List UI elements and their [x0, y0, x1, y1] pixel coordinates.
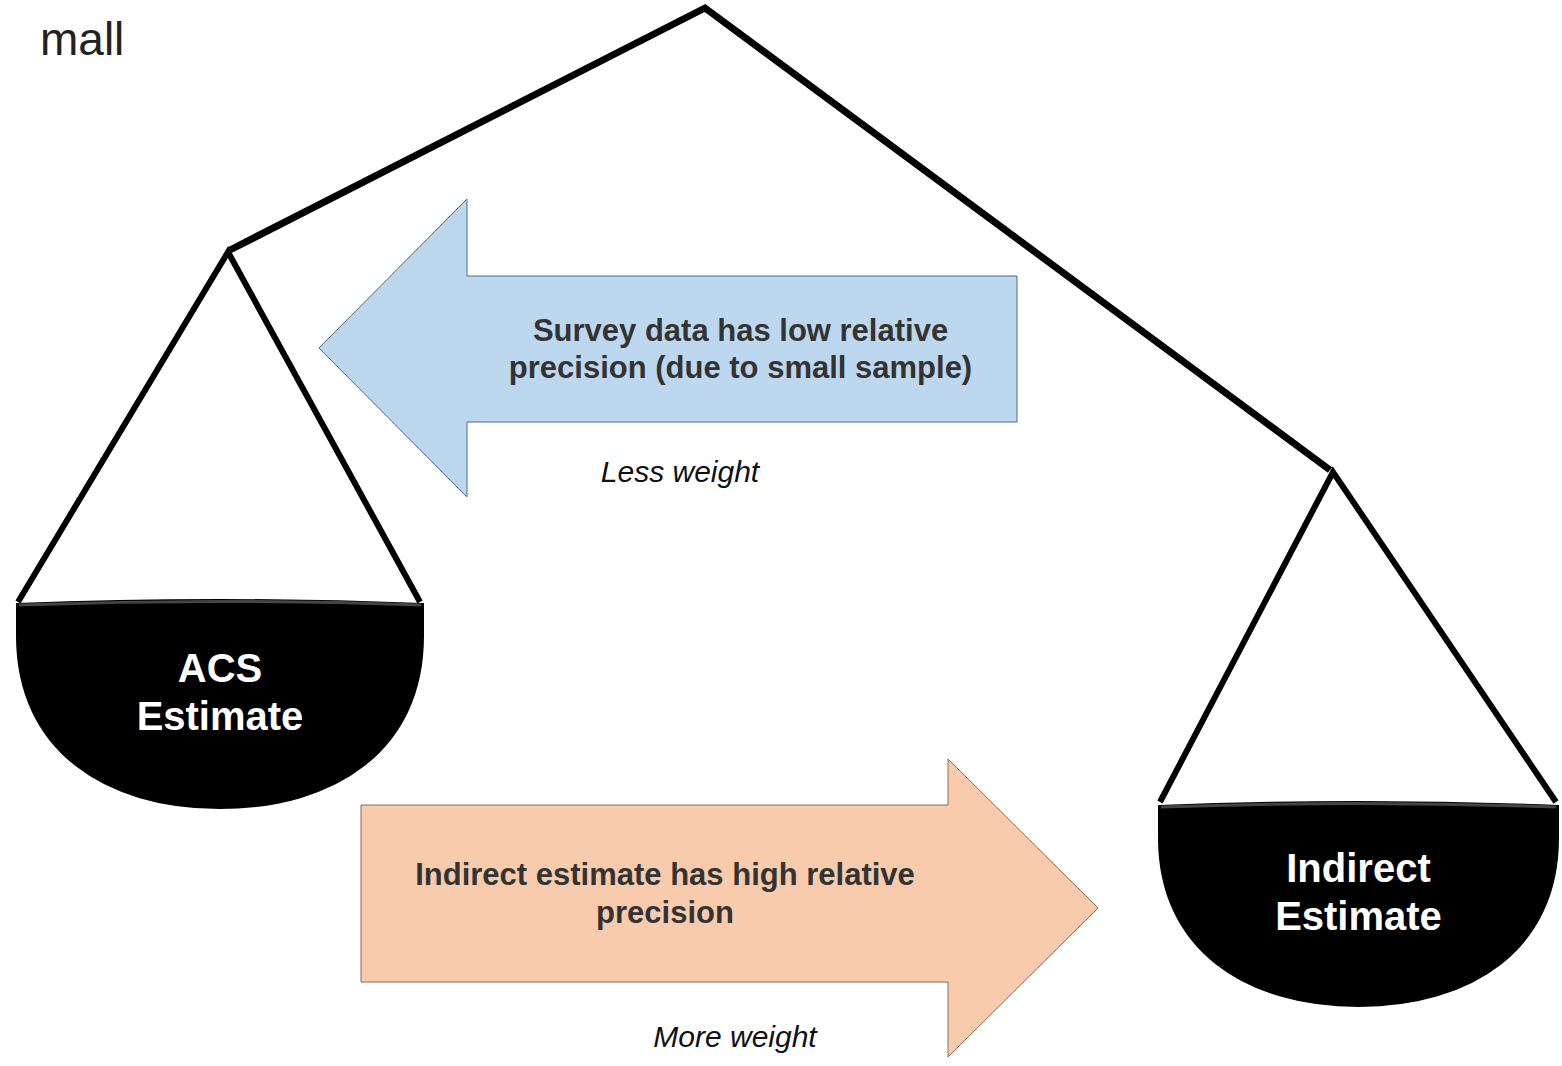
node-text-run: Indirect Estimate: [1242, 844, 1475, 940]
weight-note: Less weight: [530, 455, 830, 489]
arrow-shape: [361, 759, 1098, 1057]
weight-arrow-left-outline: [318, 198, 1018, 498]
node-text-run: Survey data has low relative precision (…: [468, 312, 1013, 386]
arrow-shape: [319, 199, 1017, 497]
weight-arrow-left: Survey data has low relative precision (…: [318, 198, 1018, 498]
node-text: Indirect Estimate: [1242, 832, 1475, 952]
node-text-run: Indirect estimate has high relative prec…: [380, 856, 950, 930]
bowl-rim: [1161, 804, 1556, 808]
node-text-run: ACS Estimate: [105, 644, 335, 740]
cut-off-heading: mall: [40, 12, 180, 66]
node-text: Indirect estimate has high relative prec…: [380, 807, 950, 980]
bowl-rim: [19, 602, 421, 606]
scale-pan: Indirect Estimate: [1157, 798, 1560, 1008]
right-pan-strings: [1160, 472, 1556, 802]
node-text: Survey data has low relative precision (…: [468, 278, 1013, 420]
bowl-shape: [17, 600, 423, 808]
scale-pan: ACS Estimate: [15, 596, 425, 810]
weight-note: More weight: [585, 1020, 885, 1054]
bowl-shape: [1159, 802, 1558, 1006]
left-pan-strings: [18, 252, 420, 602]
weight-arrow-right: Indirect estimate has high relative prec…: [360, 758, 1100, 1058]
node-text: ACS Estimate: [105, 632, 335, 752]
